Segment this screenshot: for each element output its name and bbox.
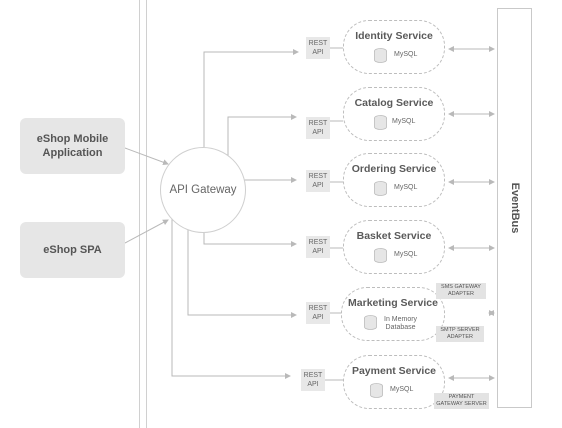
payment-gateway-server: PAYMENT GATEWAY SERVER [434,393,489,409]
database-icon [374,48,387,63]
database-label: MySQL [394,251,418,258]
eshop-mobile-client: eShop Mobile Application [20,118,125,174]
database-label: In Memory Database [384,316,418,331]
rest-api-tag: REST API [306,117,330,139]
marketing-service: Marketing Service In Memory Database [341,287,445,341]
rest-api-tag: REST API [306,170,330,192]
api-gateway: API Gateway [160,147,246,233]
service-name: Ordering Service [351,163,437,175]
database-icon [374,248,387,263]
payment-service: Payment Service MySQL [343,355,445,409]
basket-service: Basket Service MySQL [343,220,445,274]
api-gateway-label: API Gateway [169,184,237,196]
gateway-to-marketing-line [187,228,297,318]
database-icon [374,181,387,196]
gateway-to-payment-line [171,215,291,379]
eshop-spa-client: eShop SPA [20,222,125,278]
spa-to-gateway-arrow [124,219,169,244]
rest-api-tag: REST API [306,302,330,324]
rest-api-tag: REST API [306,37,330,59]
database-label: MySQL [394,51,418,58]
eventbus-label: EventBus [508,182,521,234]
service-name: Catalog Service [354,97,434,109]
gateway-to-basket-line [203,231,297,247]
service-name: Basket Service [356,230,432,242]
database-label: MySQL [390,386,414,393]
rest-api-tag: REST API [306,236,330,258]
service-name: Marketing Service [348,297,438,309]
gateway-to-identity-line [203,49,299,147]
rest-api-tag: REST API [301,369,325,391]
mobile-to-gateway-arrow [124,147,169,166]
service-name: Identity Service [355,30,433,42]
smtp-server-adapter: SMTP SERVER ADAPTER [436,326,484,342]
service-name: Payment Service [351,365,437,377]
database-icon [374,115,387,130]
ordering-service: Ordering Service MySQL [343,153,445,207]
database-icon [370,383,383,398]
divider-line [139,0,140,428]
gateway-to-catalog-line [227,114,297,156]
database-icon [364,315,377,330]
identity-service: Identity Service MySQL [343,20,445,74]
catalog-service: Catalog Service MySQL [343,87,445,141]
database-label: MySQL [394,184,418,191]
divider-line [146,0,147,428]
sms-gateway-adapter: SMS GATEWAY ADAPTER [436,283,486,299]
database-label: MySQL [392,118,416,125]
eventbus: EventBus [497,8,532,408]
